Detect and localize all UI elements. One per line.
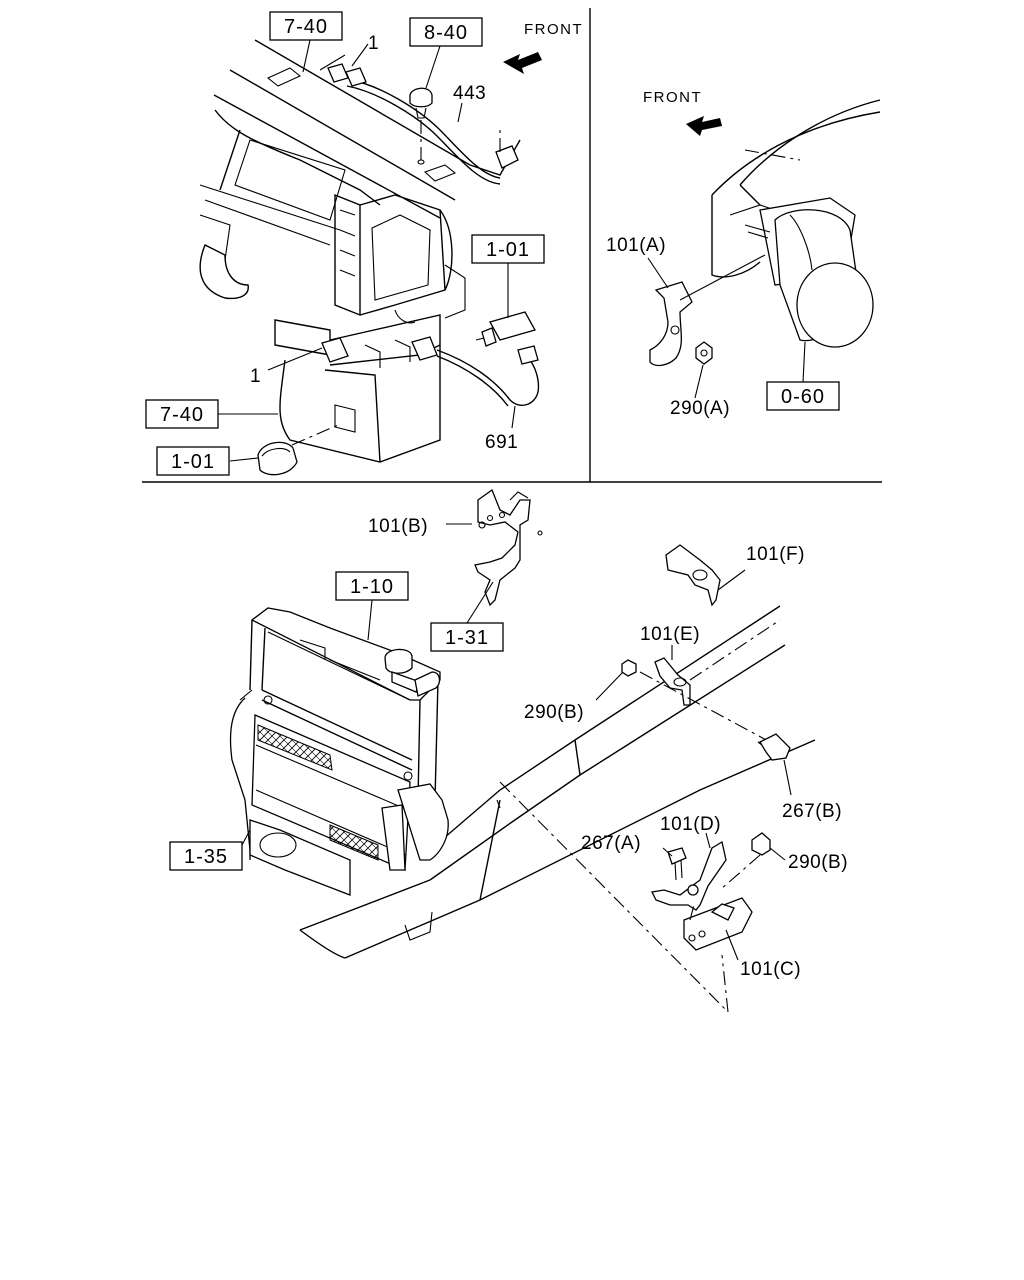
ref-box-1-01-top: 1-01: [471, 234, 545, 264]
ref-box-0-60: 0-60: [766, 381, 840, 411]
ref-box-8-40: 8-40: [409, 17, 483, 47]
svg-text:7-40: 7-40: [160, 404, 204, 426]
svg-text:1-10: 1-10: [350, 576, 394, 598]
leaders-top-left: [218, 39, 516, 462]
callout-101e: 101(E): [640, 624, 700, 645]
callout-1-left: 1: [250, 366, 261, 387]
callout-267b: 267(B): [782, 801, 842, 822]
svg-text:7-40: 7-40: [284, 16, 328, 38]
callout-101f: 101(F): [746, 544, 805, 565]
svg-text:1-31: 1-31: [445, 627, 489, 649]
svg-text:1-01: 1-01: [486, 239, 530, 261]
ref-box-1-31: 1-31: [430, 622, 504, 652]
callout-1-top: 1: [368, 33, 379, 54]
callout-290b-upper: 290(B): [524, 702, 584, 723]
bracket-101e: [621, 619, 791, 761]
svg-text:1-35: 1-35: [184, 846, 228, 868]
bracket-101f: [665, 544, 721, 607]
bracket-101b: [474, 488, 543, 607]
radiator-illustration: [229, 607, 449, 896]
starter-illustration: [649, 99, 881, 367]
bracket-101d-101c: [499, 781, 771, 1013]
callout-443: 443: [453, 83, 486, 104]
ref-box-7-40-top: 7-40: [269, 11, 343, 41]
frame-illustration: [299, 605, 816, 959]
leaders-bottom: [241, 523, 792, 961]
dashboard-illustration: [199, 39, 542, 476]
front-label-top-right: FRONT: [643, 89, 702, 106]
callout-101d: 101(D): [660, 814, 721, 835]
front-label-top-left: FRONT: [524, 21, 583, 38]
leaders-top-right: [647, 257, 806, 399]
ref-box-1-35: 1-35: [169, 841, 243, 871]
panel-dividers: [142, 8, 882, 483]
ref-box-7-40-left: 7-40: [145, 399, 219, 429]
callout-290a: 290(A): [670, 398, 730, 419]
callout-691: 691: [485, 432, 518, 453]
callout-101a: 101(A): [606, 235, 666, 256]
callout-101c: 101(C): [740, 959, 801, 980]
ref-box-1-01-left: 1-01: [156, 446, 230, 476]
callout-290b-lower: 290(B): [788, 852, 848, 873]
svg-text:8-40: 8-40: [424, 22, 468, 44]
svg-text:0-60: 0-60: [781, 386, 825, 408]
callout-101b: 101(B): [368, 516, 428, 537]
callout-267a: 267(A): [581, 833, 641, 854]
svg-text:1-01: 1-01: [171, 451, 215, 473]
ref-box-1-10: 1-10: [335, 571, 409, 601]
